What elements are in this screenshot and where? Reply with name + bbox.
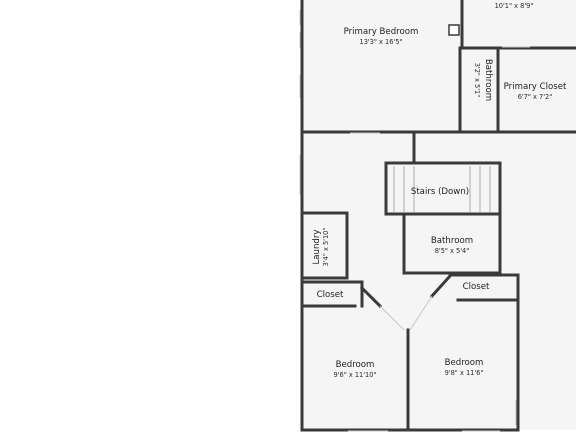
primary-closet-label: Primary Closet	[504, 82, 567, 92]
fixture-box	[448, 24, 460, 36]
right-closet-label: Closet	[463, 282, 490, 292]
primary-bedroom-label: Primary Bedroom	[344, 27, 419, 37]
small-bathroom-dims: 3'2" x 5'1"	[473, 63, 481, 98]
primary-closet-dims: 6'7" x 7'2"	[518, 93, 553, 101]
top-right-room-dims: 10'1" x 8'9"	[495, 2, 534, 10]
bathroom-label: Bathroom	[431, 236, 473, 246]
primary-bedroom-dims: 13'3" x 16'5"	[360, 38, 403, 46]
openings	[299, 10, 530, 432]
laundry-dims: 3'4" x 5'10"	[322, 228, 330, 267]
left-bedroom-label: Bedroom	[336, 360, 375, 370]
right-bedroom-label: Bedroom	[445, 358, 484, 368]
left-bedroom-dims: 9'6" x 11'10"	[334, 371, 377, 379]
bathroom-dims: 8'5" x 5'4"	[435, 247, 470, 255]
stair-treads	[393, 166, 491, 212]
stairs-label: Stairs (Down)	[411, 187, 469, 197]
left-closet-label: Closet	[317, 290, 344, 300]
laundry-label: Laundry	[312, 229, 322, 264]
right-bedroom-dims: 9'8" x 11'6"	[445, 369, 484, 377]
walls	[300, 0, 576, 432]
small-bathroom-label: Bathroom	[483, 59, 493, 101]
